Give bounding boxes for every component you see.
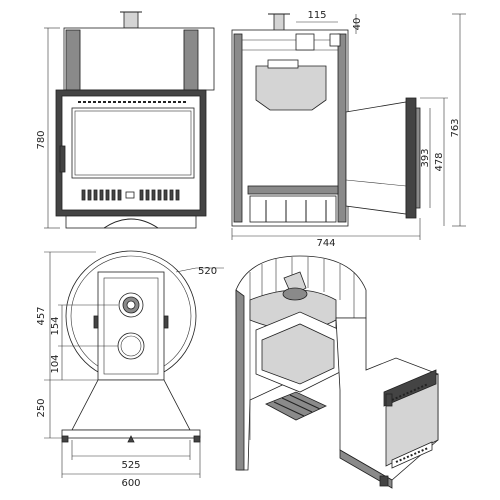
dim-side-width: 744 <box>316 238 335 249</box>
front-chimney <box>123 11 139 29</box>
dim-side-top-height: 40 <box>352 18 363 31</box>
dim-plan-flue-low: 104 <box>50 354 61 373</box>
side-view: 115 40 763 478 393 744 <box>231 10 466 249</box>
side-grate <box>249 195 337 223</box>
front-glass <box>71 107 195 179</box>
dim-side-total-height: 763 <box>450 118 461 137</box>
dim-plan-depth: 457 <box>36 306 47 325</box>
dim-front-height: 780 <box>36 130 47 149</box>
side-heat-exchanger <box>255 65 327 111</box>
front-bottom-vents <box>81 189 180 201</box>
side-tunnel <box>345 101 407 215</box>
side-tunnel-flange <box>405 97 417 219</box>
isometric-cutaway <box>235 255 439 489</box>
plan-view: 520 457 154 104 250 525 600 <box>36 250 224 489</box>
dim-plan-hood-width: 525 <box>121 460 140 471</box>
iso-grate <box>265 391 327 421</box>
plan-body <box>97 271 165 381</box>
dim-side-mid-height: 478 <box>434 152 445 171</box>
front-left-post <box>65 29 81 91</box>
front-view: 780 <box>36 11 215 229</box>
dim-plan-total-width: 600 <box>121 478 140 489</box>
dim-plan-flue-offset: 154 <box>50 316 61 335</box>
front-door-handle <box>59 145 66 173</box>
plan-hood <box>71 379 191 431</box>
dim-plan-hood-depth: 250 <box>36 398 47 417</box>
iso-tunnel-vents <box>391 383 429 401</box>
dim-side-top-width: 115 <box>307 10 326 21</box>
plan-flue <box>117 332 145 360</box>
front-base <box>65 215 197 229</box>
dim-side-low-height: 393 <box>420 148 431 167</box>
dim-plan-radius: 520 <box>198 266 217 277</box>
front-right-post <box>183 29 199 91</box>
